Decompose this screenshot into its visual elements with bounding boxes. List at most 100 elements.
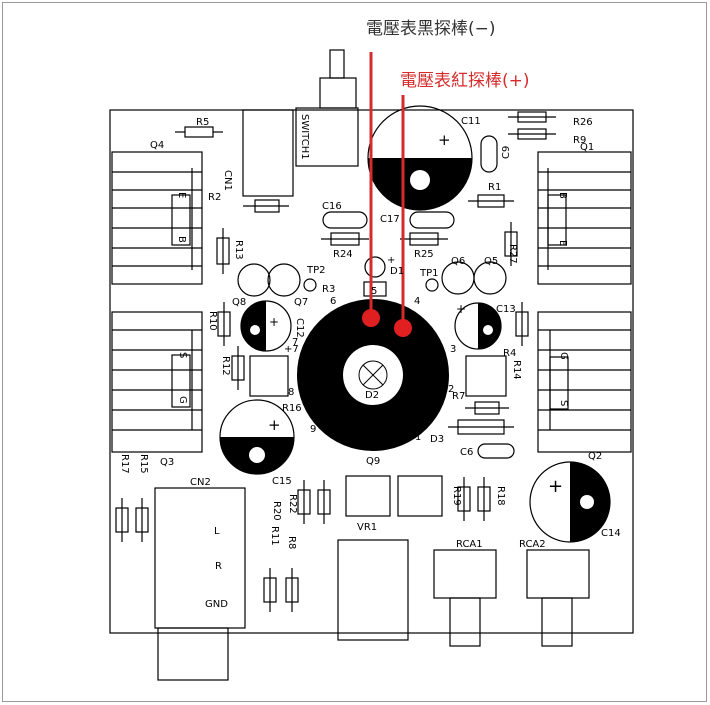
label-l: L [214, 526, 220, 537]
label-c14-plus: + [548, 476, 563, 497]
label-right-s: S [558, 400, 569, 406]
label-tp1: TP1 [419, 268, 439, 279]
label-c9: C9 [501, 146, 512, 159]
label-q4-b: B [176, 236, 187, 243]
label-pin5: 5 [371, 286, 377, 297]
label-r10: R10 [207, 311, 218, 331]
label-right-g: G [558, 352, 569, 360]
label-plus7: +7 [284, 344, 299, 355]
label-r7: R7 [452, 391, 465, 402]
label-r16: R16 [282, 403, 302, 414]
label-r20: R20 [271, 501, 282, 521]
label-r19: R19 [451, 486, 462, 506]
label-q3-s: S [177, 352, 188, 358]
label-pin6: 6 [330, 296, 336, 307]
label-c14: C14 [601, 528, 621, 539]
q3-heatsink [111, 311, 203, 453]
label-c13-plus: + [456, 302, 466, 316]
label-c16: C16 [322, 201, 342, 212]
label-r4: R4 [503, 348, 516, 359]
black-probe-caption: 電壓表黑探棒(−) [366, 19, 496, 39]
rca2-barrel [541, 597, 573, 647]
label-q8: Q8 [232, 297, 246, 308]
label-gnd: GND [205, 599, 228, 610]
label-c11-plus: + [438, 131, 451, 149]
label-r25: R25 [414, 249, 434, 260]
label-d1: D1 [390, 266, 404, 277]
q4-heatsink [111, 151, 203, 285]
label-q3-g: G [177, 396, 188, 404]
label-r17: R17 [119, 454, 130, 474]
r5-resistor [184, 126, 214, 138]
tp1-testpoint [425, 278, 439, 292]
q7-transistor [267, 263, 301, 297]
label-r24: R24 [333, 249, 353, 260]
label-cn1: CN1 [222, 170, 233, 191]
label-d2: D2 [365, 390, 379, 401]
label-switch1: SWITCH1 [299, 114, 310, 160]
right-heatsink [537, 311, 632, 453]
switch-lever [329, 49, 345, 79]
cn2-connector [154, 487, 246, 629]
c16-capacitor [322, 211, 368, 229]
label-q3: Q3 [160, 457, 174, 468]
label-pin4: 4 [414, 296, 420, 307]
label-pin3: 3 [450, 344, 456, 355]
label-pin9: 9 [310, 424, 316, 435]
label-r12: R12 [220, 356, 231, 376]
c9-capacitor [480, 135, 498, 173]
label-r2: R2 [208, 192, 221, 203]
label-r11: R11 [269, 526, 280, 546]
label-q4: Q4 [150, 140, 164, 151]
tp2-testpoint [303, 278, 317, 292]
label-r14: R14 [511, 360, 522, 380]
label-bigcap-plus: + [268, 416, 281, 434]
label-r15: R15 [138, 454, 149, 474]
label-q1: Q1 [580, 142, 594, 153]
rca2-jack [526, 549, 590, 599]
label-q2: Q2 [588, 451, 602, 462]
label-pin8: 8 [288, 387, 294, 398]
label-pin2: 2 [448, 384, 454, 395]
label-r5: R5 [196, 117, 209, 128]
cn2-jack [157, 627, 229, 681]
label-d3: D3 [430, 434, 444, 445]
red-probe-caption: 電壓表紅探棒(+) [400, 71, 530, 91]
label-c12: C12 [294, 318, 305, 338]
q1-heatsink [537, 151, 632, 285]
rca1-barrel [449, 597, 481, 647]
label-r8: R8 [286, 536, 297, 549]
label-c13: C13 [496, 304, 516, 315]
d1-led [364, 256, 386, 278]
label-q5: Q5 [484, 256, 498, 267]
label-r26: R26 [573, 117, 593, 128]
label-vr1: VR1 [357, 522, 377, 533]
rca1-jack [433, 549, 497, 599]
label-c15: C15 [272, 476, 292, 487]
label-q9: Q9 [366, 456, 380, 467]
c6-capacitor [477, 443, 515, 459]
label-c12-plus: + [269, 315, 279, 329]
q3-transistor [171, 354, 191, 408]
label-r: R [215, 561, 222, 572]
label-q4-e: E [176, 192, 187, 198]
switch-knob [319, 77, 357, 109]
label-r18: R18 [495, 486, 506, 506]
label-c6: C6 [460, 447, 473, 458]
label-d1-plus: + [387, 255, 395, 266]
label-cn2: CN2 [190, 477, 211, 488]
q5-transistor [473, 261, 507, 295]
label-r22: R22 [287, 494, 298, 514]
label-rca2: RCA2 [519, 539, 546, 550]
cn1-connector [242, 109, 294, 197]
c17-capacitor [409, 211, 455, 229]
label-r27: R27 [507, 244, 518, 264]
vr1-q13-block [345, 475, 391, 517]
label-rca1: RCA1 [456, 539, 483, 550]
r16-block [249, 355, 289, 397]
q8-transistor [237, 263, 271, 297]
label-q7: Q7 [294, 297, 308, 308]
vr1-potentiometer [337, 539, 409, 641]
